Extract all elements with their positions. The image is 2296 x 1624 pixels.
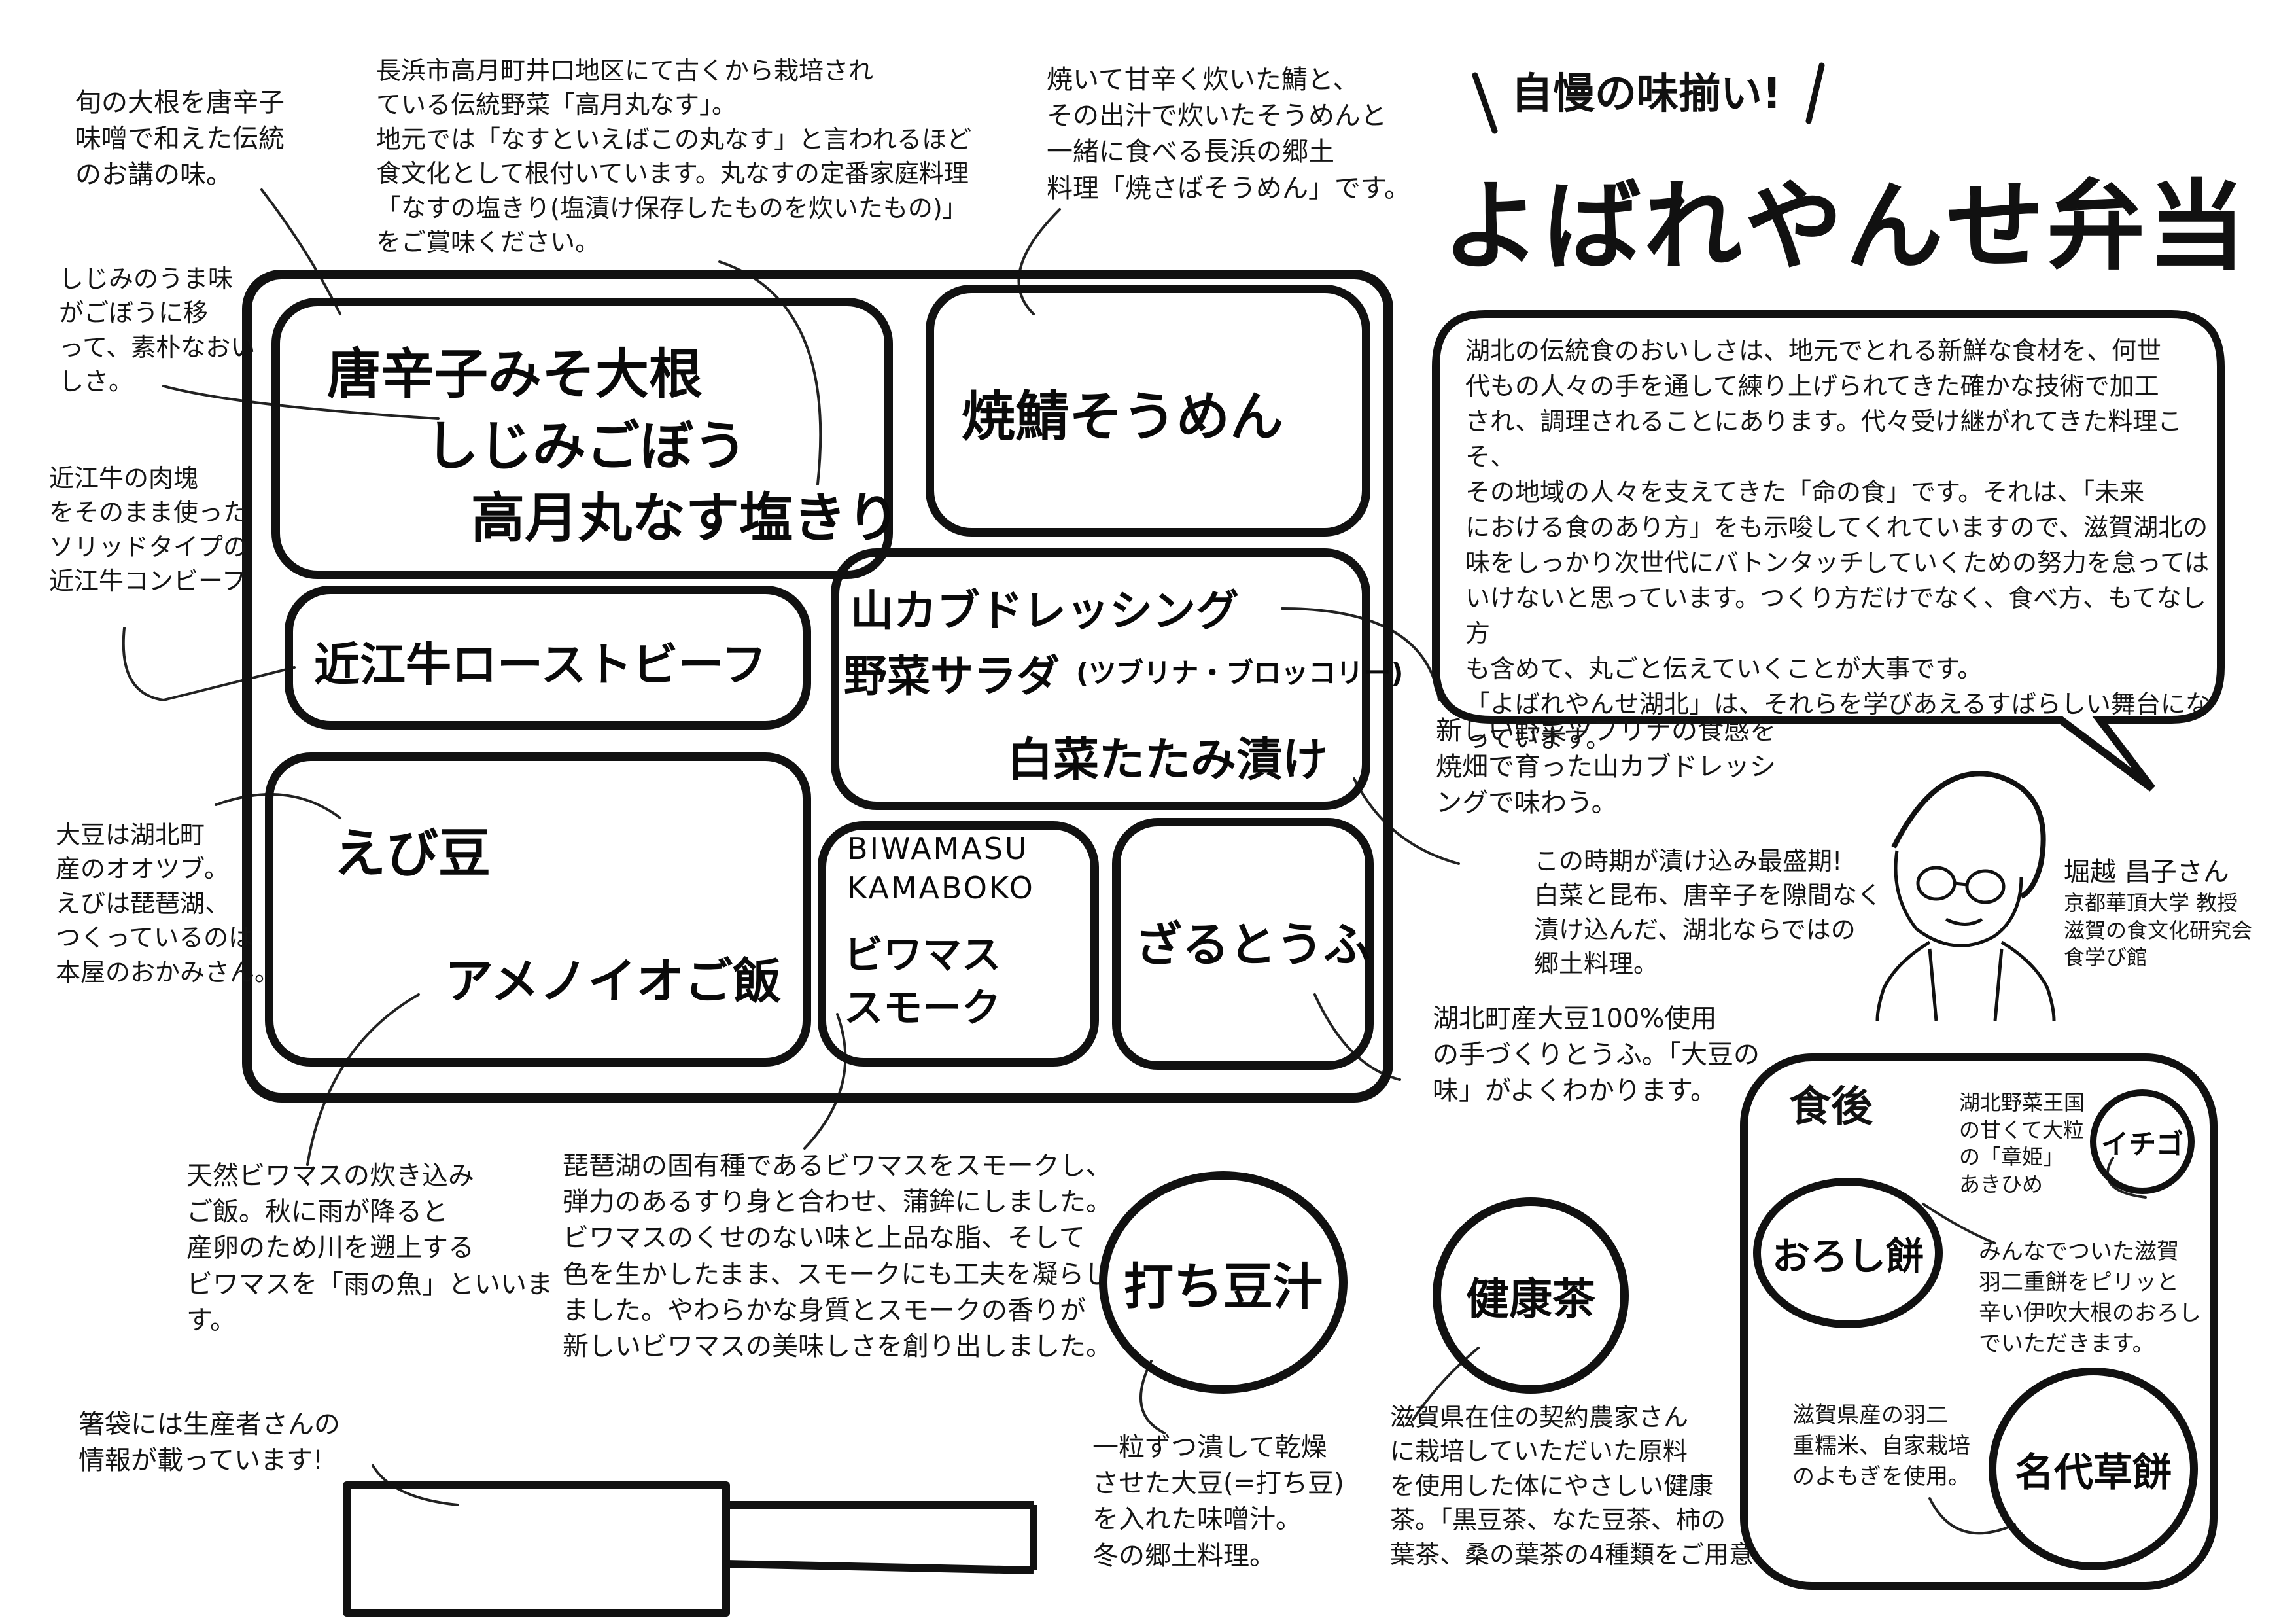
dessert-circle bbox=[1740, 1053, 2218, 1590]
person-name: 堀越 昌子さん bbox=[2064, 857, 2229, 887]
compartment-saba bbox=[926, 285, 1370, 537]
dish-nasu: 高月丸なす塩きり bbox=[471, 487, 901, 550]
note-ebimame: 大豆は湖北町 産のオオツブ。 えびは琵琶湖、 つくっているのは 本屋のおかみさん… bbox=[56, 821, 280, 987]
chopsticks-leader bbox=[372, 1464, 459, 1506]
dish-beef: 近江牛ローストビーフ bbox=[314, 638, 767, 692]
person-title: 京都華頂大学 教授 滋賀の食文化研究会 食学び館 bbox=[2064, 891, 2253, 970]
uchimame-leader bbox=[1139, 1360, 1166, 1434]
dessert-label: 食後 bbox=[1789, 1083, 1873, 1131]
dish-dressing: 山カブドレッシング bbox=[850, 586, 1239, 636]
compartment-ebimame bbox=[265, 752, 811, 1067]
intro-text: 湖北の伝統食のおいしさは、地元でとれる新鮮な食材を、何世 代もの人々の手を通して… bbox=[1465, 336, 2210, 754]
dish-biwamasu-en2: KAMABOKO bbox=[847, 870, 1035, 906]
kusamochi-leader bbox=[1928, 1497, 2016, 1535]
note-kusamochi: 滋賀県産の羽二 重糯米、自家栽培 のよもぎを使用。 bbox=[1792, 1402, 1970, 1490]
oroshi-leader bbox=[1922, 1203, 1996, 1244]
dish-biwamasu-en1: BIWAMASU bbox=[847, 831, 1029, 866]
dish-shijimi: しじみごぼう bbox=[425, 415, 748, 478]
bento-box bbox=[242, 270, 1393, 1103]
note-oroshi: みんなでついた滋賀 羽二重餅をピリッと 辛い伊吹大根のおろし でいただきます。 bbox=[1979, 1239, 2201, 1357]
note-tea: 滋賀県在住の契約農家さん に栽培していただいた原料 を使用した体にやさしい健康 … bbox=[1390, 1403, 1779, 1569]
dish-daikon: 唐辛子みそ大根 bbox=[327, 344, 703, 406]
circle-strawberry: イチゴ bbox=[2090, 1089, 2195, 1194]
note-tofu: 湖北町産大豆100%使用 の手づくりとうふ。「大豆の 味」がよくわかります。 bbox=[1433, 1004, 1760, 1106]
circle-oroshi: おろし餅 bbox=[1753, 1178, 1943, 1328]
note-hakusai: この時期が漬け込み最盛期! 白菜と昆布、唐辛子を隙間なく 漬け込んだ、湖北ならで… bbox=[1534, 847, 1883, 979]
page-title: よばれやんせ弁当 bbox=[1442, 170, 2249, 284]
hakusai-leader bbox=[1353, 777, 1460, 865]
title-subtitle: 自慢の味揃い! bbox=[1511, 70, 1782, 118]
compartment-biwamasu bbox=[818, 821, 1099, 1067]
title-flourish-right bbox=[1805, 62, 1825, 124]
compartment-beef bbox=[285, 586, 811, 730]
note-chopsticks: 箸袋には生産者さんの 情報が載っています! bbox=[78, 1409, 340, 1476]
note-nasu: 長浜市高月町井口地区にて古くから栽培され ている伝統野菜「高月丸なす」。 地元で… bbox=[376, 56, 972, 257]
compartment-daikon bbox=[271, 298, 893, 579]
chopsticks-drawing bbox=[343, 1481, 1037, 1617]
circle-uchimame: 打ち豆汁 bbox=[1099, 1171, 1348, 1394]
dish-biwamasu: ビワマス スモーク bbox=[844, 932, 1001, 1031]
note-beef: 近江牛の肉塊 をそのまま使った ソリッドタイプの 近江牛コンビーフ bbox=[49, 464, 249, 596]
title-flourish-left bbox=[1472, 72, 1498, 134]
saba-leader bbox=[1017, 208, 1061, 315]
shijimi-leader bbox=[162, 385, 440, 420]
note-biwamasu: 琵琶湖の固有種であるビワマスをスモークし、 弾力のあるすり身と合わせ、蒲鉾にしま… bbox=[563, 1151, 1112, 1362]
note-uchimame: 一粒ずつ潰して乾燥 させた大豆(=打ち豆) を入れた味噌汁。 冬の郷土料理。 bbox=[1092, 1432, 1344, 1571]
dish-tofu: ざるとうふ bbox=[1135, 917, 1371, 972]
speech-bubble bbox=[1432, 310, 2225, 792]
dish-ebimame: えび豆 bbox=[334, 823, 491, 884]
note-shijimi: しじみのうま味 がごぼうに移 って、素朴なおい しさ。 bbox=[59, 264, 256, 397]
compartment-salad bbox=[831, 548, 1370, 810]
dish-hakusai: 白菜たたみ漬け bbox=[1007, 733, 1328, 786]
circle-tea: 健康茶 bbox=[1433, 1197, 1629, 1394]
dish-salad: 野菜サラダ bbox=[844, 651, 1060, 701]
circle-kusamochi: 名代草餅 bbox=[1989, 1368, 2198, 1570]
note-salad: 新しい野菜ツブリナの食感を 焼畑で育った山カブドレッシ ングで味わう。 bbox=[1436, 716, 1776, 819]
person-portrait bbox=[1875, 771, 2056, 1021]
dish-salad-sub: (ツブリナ・ブロッコリー) bbox=[1076, 657, 1404, 689]
note-daikon: 旬の大根を唐辛子 味噌で和えた伝統 のお講の味。 bbox=[75, 88, 285, 190]
note-strawberry: 湖北野菜王国 の甘くて大粒 の「章姫」 あきひめ bbox=[1959, 1090, 2085, 1197]
note-saba: 焼いて甘辛く炊いた鯖と、 その出汁で炊いたそうめんと 一緒に食べる長浜の郷土 料… bbox=[1047, 65, 1410, 203]
dish-saba: 焼鯖そうめん bbox=[962, 386, 1284, 448]
compartment-tofu bbox=[1112, 818, 1374, 1070]
dish-amenoio: アメノイオご飯 bbox=[445, 953, 782, 1010]
beef-leader bbox=[122, 627, 296, 702]
note-amenoio: 天然ビワマスの炊き込み ご飯。秋に雨が降ると 産卵のため川を遡上する ビワマスを… bbox=[186, 1161, 553, 1335]
